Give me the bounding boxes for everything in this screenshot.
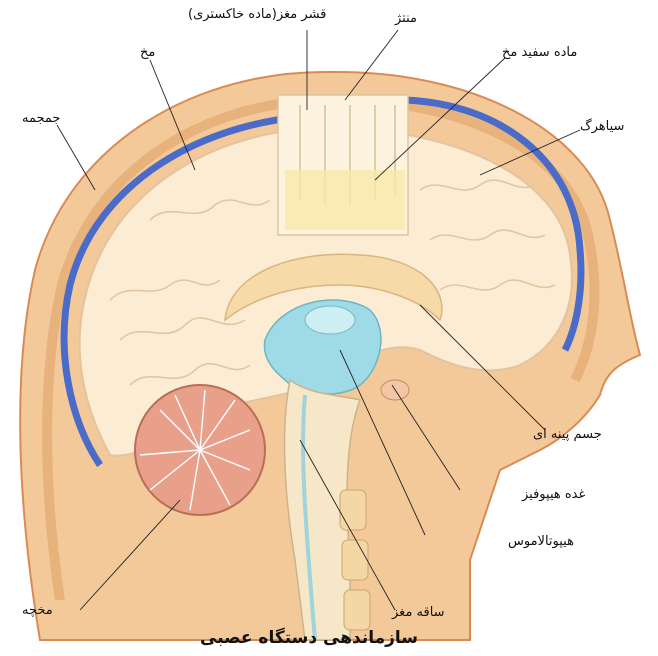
vertebra [342, 540, 368, 580]
label-skull: جمجمه [22, 112, 60, 125]
label-hypothalamus: هیپوتالاموس [508, 535, 574, 548]
thalamus [305, 306, 355, 334]
label-meninges: منتژ [395, 12, 417, 25]
vertebra [344, 590, 370, 630]
label-cortex: قشر مغز(ماده خاکستری) [188, 8, 326, 21]
white-matter-slice [285, 170, 405, 230]
label-corpus-callosum: جسم پینه ای [533, 428, 602, 441]
vertebra [340, 490, 366, 530]
label-vein: سیاهرگ [580, 120, 624, 133]
label-white-matter: ماده سفید مخ [502, 46, 577, 59]
label-cerebrum: مخ [140, 46, 155, 59]
diagram-caption: سازماندهی دستگاه عصبی [200, 628, 418, 648]
label-cerebellum: مخچه [22, 604, 53, 617]
label-brainstem: ساقه مغز [392, 606, 445, 619]
label-pituitary: غده هیپوفیز [522, 488, 585, 501]
